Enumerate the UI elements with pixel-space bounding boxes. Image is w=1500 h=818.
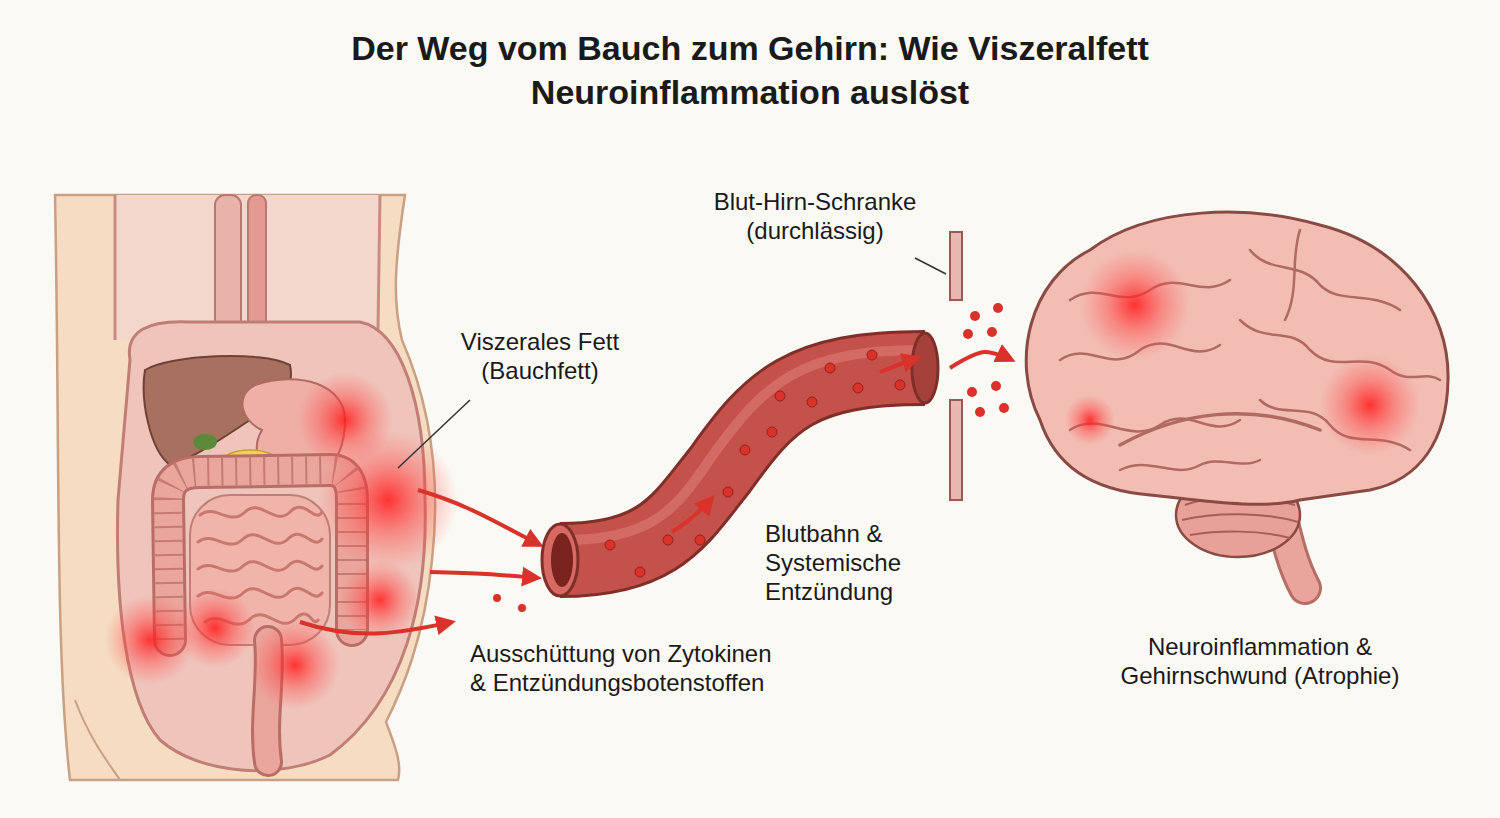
cytokine-dot [991,381,1001,391]
barrier-wall [950,232,962,300]
blood-cell [695,535,705,545]
brain-region: Neuroinflammation & Gehirnschwund (Atrop… [1012,205,1455,740]
blood-cell [723,487,733,497]
intestine-loop [198,561,322,571]
vessel-end [912,333,938,403]
cerebrum [1026,212,1448,504]
inflammation-glow [1065,395,1115,445]
blood-cell [740,445,750,455]
inflammation-glow [250,620,340,710]
blood-cell [605,540,615,550]
diagram-title: Der Weg vom Bauch zum Gehirn: Wie Viszer… [300,26,1200,114]
cytokine-dot [975,407,985,417]
gyrus-line [1120,460,1260,470]
abdomen-region: Viszerales Fett (Bauchfett) [50,195,430,780]
inflammation-glow [340,560,420,640]
inflammation-glow [1080,250,1190,360]
vessel-lumen [551,533,573,587]
node-label: Neuroinflammation & Gehirnschwund (Atrop… [1115,633,1405,691]
cerebellum-fold [1182,514,1298,522]
edge-label: Ausschüttung von Zytokinen & Entzündungs… [470,640,790,698]
flow-arrow [880,358,918,372]
cytokine-dot [963,329,973,339]
intestine-loop [200,507,322,517]
blood-cell [895,380,905,390]
blood-cell [825,363,835,373]
intestine-loop [198,534,322,544]
flow-arrow [672,498,712,532]
blood-cell [807,397,817,407]
blood-cell [663,535,673,545]
vessel-mouth [542,524,578,596]
blood-cell [775,391,785,401]
connector-arrow [430,572,538,578]
cytokine-dot [967,387,977,397]
gyrus-line [1250,250,1400,310]
thigh-line [75,700,120,780]
abdomen-illustration [55,195,458,780]
cytokine-dot [518,604,526,612]
brain-illustration [1026,212,1448,588]
vessel-highlight [565,350,920,540]
cytokine-arrow [300,622,452,634]
node-label: Viszerales Fett (Bauchfett) [425,328,655,386]
callout-label: Blut-Hirn-Schranke (durchlässig) [680,188,950,246]
brain-gyri [1060,230,1440,470]
cytokine-dot [993,303,1003,313]
gallbladder [193,434,217,450]
cytokine-arrow [418,490,540,545]
inflammation-glow [297,372,393,468]
barrier-wall [950,400,962,500]
lateral-fissure [1120,414,1320,445]
cytokine-dot [970,311,980,321]
cytokine-dots [963,303,1009,417]
blood-cell [867,350,877,360]
blood-cell [767,427,777,437]
cytokine-dot [999,403,1009,413]
blood-cell [635,567,645,577]
inflammation-glow [175,588,255,668]
inflammation-glow [1320,355,1420,455]
connector-arrow [950,352,1012,368]
blood-vessel-region: Blutbahn & Systemische Entzündung [540,290,950,620]
cerebellum-fold [1190,532,1290,538]
cytokine-dot [987,327,997,337]
node-label: Blutbahn & Systemische Entzündung [765,520,945,606]
blood-cell [853,383,863,393]
leader-line [398,400,470,468]
leader-line [915,258,946,274]
cytokine-dot [493,594,501,602]
gyrus-line [1285,230,1300,320]
